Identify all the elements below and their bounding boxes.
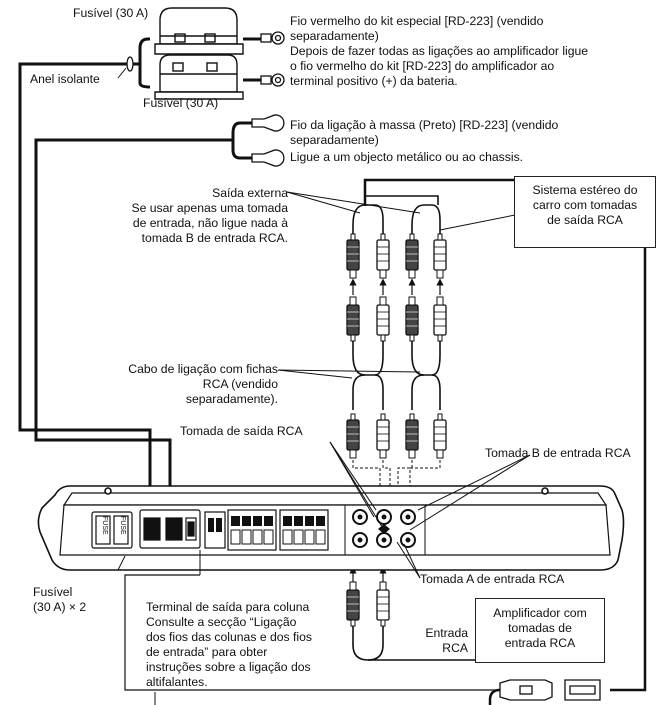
cable-line-3: separadamente). xyxy=(185,392,278,406)
amp-fuse-text-1: FUSE xyxy=(101,516,108,535)
power-terminal-block xyxy=(139,509,201,549)
rca-jack xyxy=(400,532,416,548)
fuse-bottom-line-2: (30 A) × 2 xyxy=(33,600,87,614)
amplifier-with-rca-box xyxy=(475,598,605,663)
insulator-ring-label: Anel isolante xyxy=(30,72,100,86)
ext-out-line-4: tomada B de entrada RCA. xyxy=(141,231,288,245)
rca-plug xyxy=(376,233,390,279)
amp-box-line-3: entrada RCA xyxy=(504,636,576,650)
rca-jack xyxy=(352,532,368,548)
input-rca-line-1: Entrada xyxy=(425,626,468,640)
ground-line-2: separadamente) xyxy=(290,133,379,147)
speaker-line-5: instruções sobre a ligação dos xyxy=(146,660,311,674)
rca-plug xyxy=(346,233,360,279)
rca-in-a-label: Tomada A de entrada RCA xyxy=(420,572,565,586)
rca-out-jack-label: Tomada de saída RCA xyxy=(180,424,303,438)
fuse-mid-label: Fusível (30 A) xyxy=(143,96,219,110)
ground-line-3: Ligue a um objecto metálico ou ao chassi… xyxy=(290,150,524,164)
routing-lines xyxy=(352,460,441,493)
red-wire-line-5: terminal positivo (+) da bateria. xyxy=(290,74,458,88)
stereo-box-line-2: carro com tomadas xyxy=(532,198,638,212)
fuse-bottom-line-1: Fusível xyxy=(33,585,73,599)
ground-terminal-bottom xyxy=(251,149,285,167)
stereo-box-line-1: Sistema estéreo do xyxy=(532,183,638,197)
ring-terminal-top xyxy=(260,31,285,45)
amp-box-line-2: tomadas de xyxy=(508,621,572,635)
red-wire-line-2: separadamente) xyxy=(290,29,379,43)
insulator-ring xyxy=(126,56,134,72)
rca-jack xyxy=(376,532,392,548)
rca-plug xyxy=(346,413,360,459)
rca-jack xyxy=(400,509,416,525)
rca-plugs xyxy=(346,233,447,627)
amp-rca-jacks xyxy=(352,509,416,548)
cable-line-2: RCA (vendido xyxy=(202,377,278,391)
ring-terminal-bottom xyxy=(260,73,285,87)
rca-plug xyxy=(433,413,447,459)
connection-arrows xyxy=(349,278,444,582)
jack-center-marker xyxy=(378,524,390,534)
speaker-callout-frame xyxy=(124,574,500,691)
ground-terminal-top xyxy=(251,114,285,132)
leader-lines xyxy=(117,67,531,705)
rca-plug xyxy=(376,296,390,342)
ext-out-line-3: de entrada, não ligue nada à xyxy=(132,216,288,230)
rca-jack-panel xyxy=(344,504,426,556)
speaker-line-1: Terminal de saída para coluna xyxy=(146,600,310,614)
amp-box-line-1: Amplificador com xyxy=(493,606,587,620)
ground-wire xyxy=(34,121,252,513)
rca-plug xyxy=(405,413,419,459)
red-wire-line-4: o fio vermelho do kit [RD-223] do amplif… xyxy=(290,59,555,73)
cable-line-1: Cabo de ligação com fichas xyxy=(128,362,278,376)
red-wire-line-3: Depois de fazer todas as ligações ao amp… xyxy=(290,44,589,58)
stereo-box-line-3: de saída RCA xyxy=(547,213,623,227)
amp-fuse-text-2: FUSE xyxy=(119,516,126,535)
ext-out-line-2: Se usar apenas uma tomada xyxy=(131,201,288,215)
rca-plug xyxy=(376,581,390,627)
rca-plug xyxy=(433,233,447,279)
ext-out-line-1: Saída externa xyxy=(212,186,288,200)
car-stereo-box xyxy=(514,176,656,248)
rca-plug xyxy=(376,413,390,459)
rca-jack xyxy=(352,509,368,525)
speaker-terminal-blocks xyxy=(204,509,329,551)
input-rca-line-2: RCA xyxy=(442,641,468,655)
rca-cable-set xyxy=(352,195,475,661)
rca-plug xyxy=(433,296,447,342)
battery-wire xyxy=(18,37,262,513)
fuse-top-label: Fusível (30 A) xyxy=(73,6,149,20)
ground-line-1: Fio da ligação à massa (Preto) [RD-223] … xyxy=(290,118,559,132)
rca-plug xyxy=(405,233,419,279)
fuse-holder-top xyxy=(154,7,244,55)
speaker-line-3: dos fios das colunas e dos fios xyxy=(146,630,312,644)
speaker-line-6: altifalantes. xyxy=(146,675,208,689)
fuse-holder-bottom xyxy=(154,54,244,100)
rca-plug xyxy=(405,296,419,342)
remote-connector xyxy=(499,679,601,701)
rca-plug xyxy=(346,296,360,342)
speaker-line-4: de entrada” para obter xyxy=(146,645,268,659)
red-wire-line-1: Fio vermelho do kit especial [RD-223] (v… xyxy=(290,14,544,28)
speaker-line-2: Consulte a secção “Ligação xyxy=(146,615,297,629)
amp-fuse-block xyxy=(91,511,133,549)
rca-plug xyxy=(346,581,360,627)
amplifier-unit xyxy=(37,485,625,571)
rca-in-b-label: Tomada B de entrada RCA xyxy=(485,446,631,460)
